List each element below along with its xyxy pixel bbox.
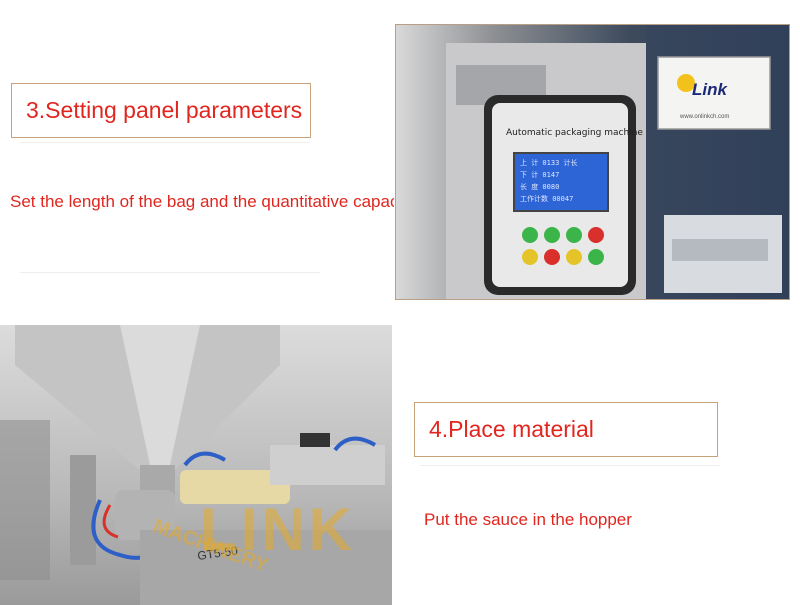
air-tube (183, 451, 227, 467)
watermark-brand: LINK (200, 496, 356, 563)
cylinder (270, 445, 385, 485)
panel-button (588, 249, 604, 265)
lcd-line: 工作计数 00047 (520, 194, 573, 203)
panel-label: Automatic packaging machine (506, 128, 643, 138)
air-tube (333, 436, 377, 452)
panel-button (544, 227, 560, 243)
panel-button (566, 249, 582, 265)
lcd-line: 上 计 0133 计长 (520, 158, 578, 167)
link-arm (180, 470, 290, 504)
lcd-line: 长 度 0080 (520, 182, 559, 191)
lcd-line: 下 计 0147 (520, 170, 559, 179)
section4-title-box: 4.Place material (414, 402, 718, 457)
section3-title-box: 3.Setting panel parameters (11, 83, 311, 138)
model-label: GT5-50 (196, 543, 239, 563)
section3-description: Set the length of the bag and the quanti… (10, 192, 394, 211)
control-panel-photo: Automatic packaging machine 上 计 0133 计长 … (395, 24, 790, 300)
logo-url: www.onlinkch.com (679, 114, 729, 120)
section4-description: Put the sauce in the hopper (424, 510, 632, 529)
section3-title: 3.Setting panel parameters (26, 97, 303, 123)
nozzle-pipe (70, 455, 96, 565)
sun-logo-icon (677, 74, 695, 92)
air-valve (300, 433, 330, 447)
logo-card (657, 56, 771, 130)
air-tube (102, 504, 119, 539)
lcd-screen (513, 152, 609, 212)
control-panel-illustration: Automatic packaging machine 上 计 0133 计长 … (446, 25, 789, 299)
logo-text: Link (692, 80, 728, 99)
side-frame (0, 420, 50, 580)
section4-title: 4.Place material (429, 416, 594, 442)
filling-machine-photo: GT5-50 LINK MACHINERY (0, 325, 392, 605)
panel-button (522, 227, 538, 243)
cylinder-rod (672, 239, 768, 261)
divider (20, 272, 320, 273)
base-plate (140, 530, 392, 605)
panel-button (544, 249, 560, 265)
panel-button (588, 227, 604, 243)
panel-button (566, 227, 582, 243)
valve-body (115, 490, 175, 540)
divider (20, 142, 310, 143)
hopper-highlight (120, 325, 200, 465)
divider (420, 465, 720, 466)
filling-machine-illustration: GT5-50 (0, 325, 392, 605)
panel-button (522, 249, 538, 265)
